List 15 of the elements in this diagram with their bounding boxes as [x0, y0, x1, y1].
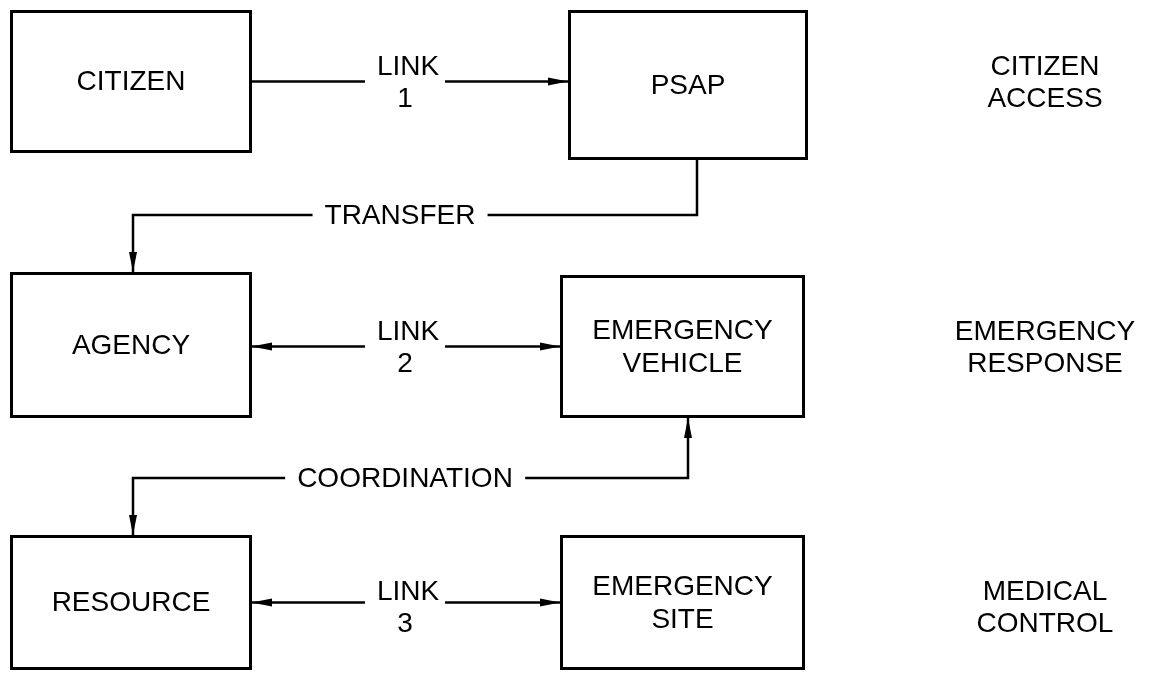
- row-label: MEDICAL CONTROL: [975, 574, 1115, 640]
- process-box: [568, 10, 808, 160]
- box-label: PSAP: [650, 68, 726, 102]
- box-label: RESOURCE: [51, 586, 211, 619]
- box-label: CITIZEN: [76, 65, 186, 98]
- row-label: CITIZEN ACCESS: [986, 49, 1104, 115]
- box-label: EMERGENCY SITE: [591, 570, 774, 635]
- box-label: AGENCY: [71, 328, 191, 362]
- process-box: [560, 275, 805, 418]
- process-box: [10, 272, 252, 418]
- row-label: EMERGENCY RESPONSE: [953, 314, 1137, 380]
- process-box: [10, 535, 252, 670]
- process-box: [560, 535, 805, 670]
- box-label: EMERGENCY VEHICLE: [591, 314, 774, 379]
- process-box: [10, 10, 252, 153]
